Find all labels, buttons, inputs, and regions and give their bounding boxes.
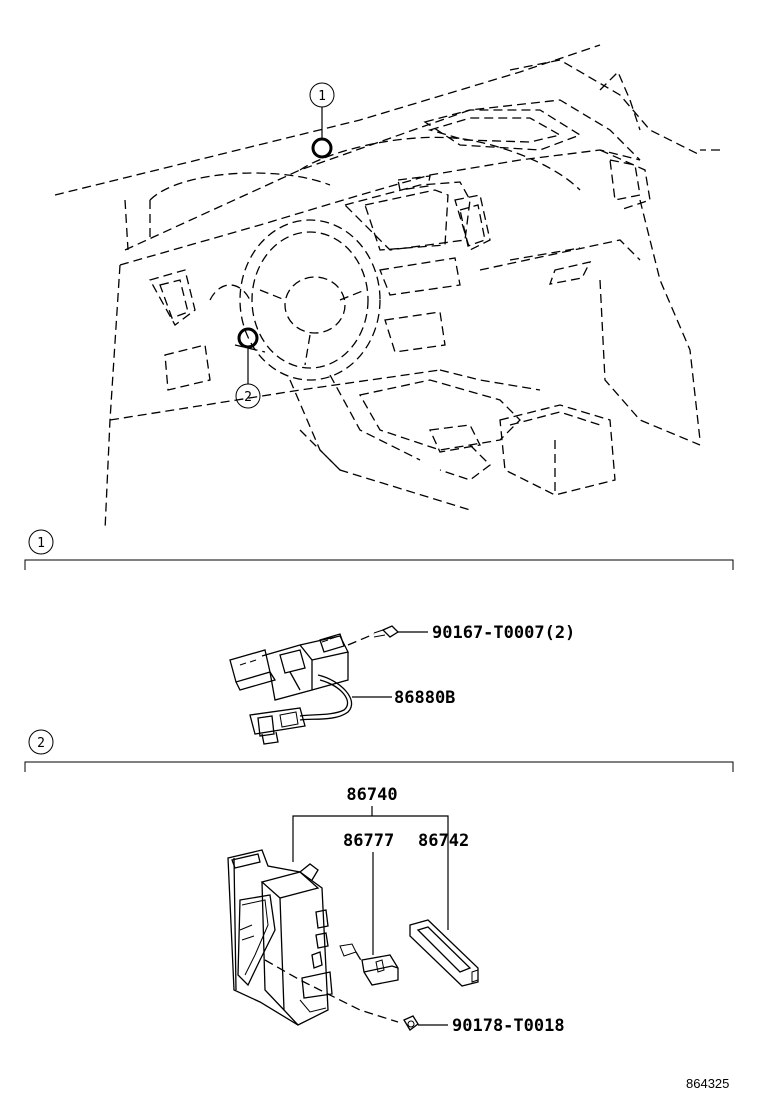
callout-circle-1: [309, 82, 335, 108]
relay-drawing: [339, 943, 399, 986]
part-number-relay: 86777: [343, 831, 394, 851]
bracket-drawing: [409, 919, 479, 987]
dashboard-overview-drawing: [54, 44, 720, 531]
section-1-callout-circle: [28, 529, 54, 555]
callout-circle-2: [235, 383, 261, 409]
part-number-bracket: 86742: [418, 831, 469, 851]
part-number-bolt-1: 90167-T0007(2): [432, 623, 575, 643]
section-1-callout: 1: [37, 536, 45, 551]
callout-2-top: 2: [244, 390, 252, 405]
sensor-assembly-drawing: [229, 625, 400, 745]
part-number-assembly: 86740: [346, 785, 397, 805]
section-2-callout: 2: [37, 736, 45, 751]
figure-id: 864325: [686, 1076, 729, 1091]
section-2-callout-circle: [28, 729, 54, 755]
ecu-assembly-drawing: [227, 849, 333, 1026]
callout-1-top: 1: [318, 89, 326, 104]
part-number-sensor: 86880B: [394, 688, 455, 708]
section-1-bracket: [24, 559, 734, 570]
section-2-bracket: [24, 761, 734, 772]
install-path: [264, 959, 399, 1023]
bolt-2-drawing: [403, 1015, 419, 1031]
location-marker-1: [311, 137, 333, 159]
assembly-leader: [292, 815, 449, 930]
part-number-bolt-2: 90178-T0018: [452, 1016, 565, 1036]
